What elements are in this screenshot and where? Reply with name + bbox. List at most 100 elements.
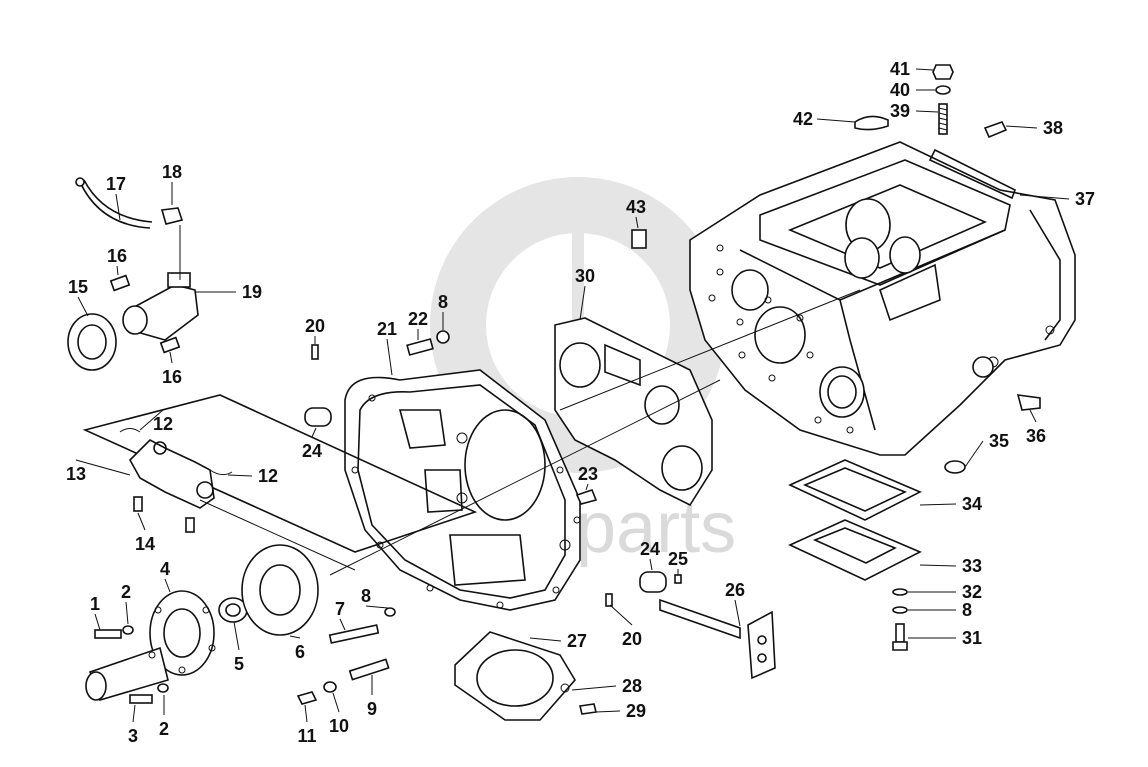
callout-c8c: 8 (908, 600, 972, 620)
callout-number: 30 (575, 266, 595, 286)
callout-leader (365, 605, 389, 609)
bell-housing (344, 369, 581, 611)
callout-number: 36 (1026, 426, 1046, 446)
callout-number: 42 (793, 109, 813, 129)
callout-number: 11 (297, 726, 316, 746)
callout-number: 8 (962, 600, 972, 620)
callout-c25: 25 (668, 549, 688, 575)
callout-c9: 9 (367, 675, 377, 719)
callout-number: 43 (626, 197, 646, 217)
callout-leader (595, 710, 621, 713)
callout-number: 15 (68, 277, 88, 297)
callout-number: 25 (668, 549, 688, 569)
bolt-washer-stack (892, 588, 908, 651)
release-bearing (67, 272, 199, 371)
callout-leader (164, 578, 171, 593)
callout-c23: 23 (578, 464, 598, 491)
callout-c41: 41 (890, 59, 934, 79)
callout-c21: 21 (377, 319, 397, 376)
callout-number: 27 (567, 631, 587, 651)
callout-number: 12 (258, 466, 278, 486)
callout-c24b: 24 (640, 539, 660, 571)
callout-number: 18 (162, 162, 182, 182)
callout-c2b: 2 (159, 695, 169, 739)
callout-leader (964, 440, 984, 468)
callout-number: 13 (66, 464, 86, 484)
cover-plate-upper (788, 459, 922, 521)
breather-plug (983, 121, 1008, 139)
callout-c38: 38 (1005, 118, 1063, 138)
callout-number: 40 (890, 80, 910, 100)
callout-c12a: 12 (139, 409, 173, 434)
shift-shaft (659, 598, 776, 680)
callout-leader (919, 503, 957, 506)
callout-c27: 27 (529, 631, 587, 651)
callout-number: 20 (305, 316, 325, 336)
callout-c30: 30 (575, 266, 595, 321)
callout-number: 1 (90, 594, 100, 614)
callout-leader (289, 635, 301, 639)
callout-c28: 28 (571, 676, 642, 696)
bushing (304, 407, 667, 593)
fasteners-lower-left (94, 607, 396, 705)
callout-c19: 19 (195, 282, 262, 302)
callout-c43: 43 (626, 197, 646, 229)
callout-leader (339, 618, 346, 631)
callout-number: 29 (626, 701, 646, 721)
callout-number: 2 (159, 719, 169, 739)
callout-c29: 29 (595, 701, 646, 721)
callout-number: 23 (578, 464, 598, 484)
callout-leader (915, 68, 934, 71)
callout-number: 17 (106, 174, 126, 194)
callout-c15: 15 (68, 277, 89, 317)
gearbox-case (689, 141, 1076, 456)
release-fork (82, 394, 478, 553)
callout-number: 6 (295, 642, 305, 662)
callout-leader (609, 604, 633, 626)
callout-c18: 18 (162, 162, 182, 205)
callout-leader (1019, 194, 1070, 200)
callout-leader (529, 637, 562, 642)
callout-c3: 3 (128, 704, 138, 746)
callout-number: 24 (640, 539, 660, 559)
callout-leader (77, 296, 89, 317)
small-bolts (311, 229, 682, 607)
callout-number: 34 (962, 494, 982, 514)
callout-c2a: 2 (121, 582, 131, 625)
callout-leader (116, 265, 119, 276)
callout-number: 22 (408, 309, 428, 329)
callout-leader (635, 216, 639, 229)
callout-number: 4 (160, 559, 170, 579)
callout-c8a: 8 (438, 292, 448, 330)
callout-number: 41 (890, 59, 910, 79)
callout-leader (649, 558, 653, 571)
callout-leader (1005, 125, 1038, 129)
callout-leader (125, 601, 129, 625)
callout-number: 14 (135, 534, 155, 554)
drain-plug (944, 356, 1041, 474)
callout-number: 35 (989, 431, 1009, 451)
callout-c26: 26 (725, 580, 745, 627)
callout-c34: 34 (919, 494, 982, 514)
callout-number: 16 (107, 246, 127, 266)
callout-c7: 7 (335, 599, 346, 631)
callout-c8b: 8 (361, 586, 389, 609)
cover-plate-lower (788, 519, 922, 581)
callout-number: 8 (361, 586, 371, 606)
callout-leader (169, 351, 173, 364)
callout-leader (915, 110, 939, 113)
callout-leader (311, 427, 317, 438)
callout-number: 31 (962, 628, 982, 648)
callout-leader (139, 409, 164, 431)
callout-leader (1029, 409, 1037, 423)
callout-c31: 31 (908, 628, 982, 648)
callout-number: 21 (377, 319, 397, 339)
callout-c1: 1 (90, 594, 101, 631)
callout-c20b: 20 (609, 604, 642, 649)
callout-number: 32 (962, 582, 982, 602)
filler-plug (854, 115, 889, 131)
callout-leader (816, 118, 856, 123)
callout-number: 8 (438, 292, 448, 312)
